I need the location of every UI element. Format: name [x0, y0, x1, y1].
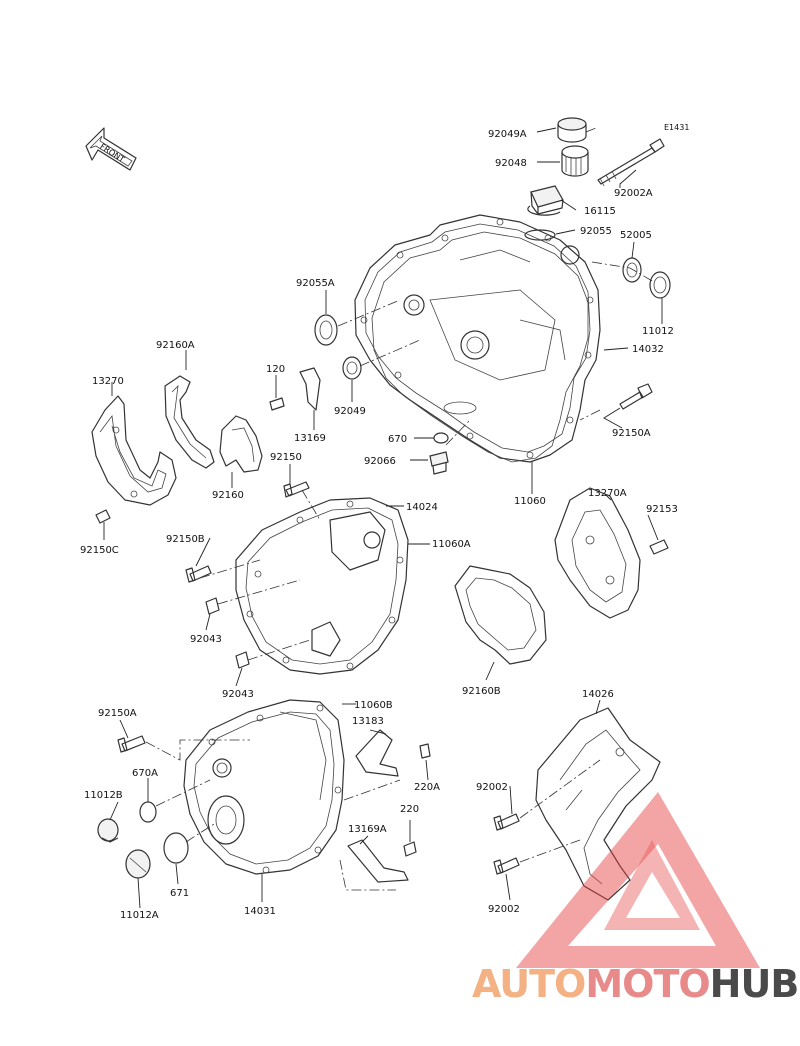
- oring-670A: [139, 801, 157, 823]
- bolt-92150B: [185, 565, 212, 583]
- bolt-92002-a: [493, 813, 520, 831]
- label-92153: 92153: [646, 504, 678, 515]
- label-13270: 13270: [92, 376, 124, 387]
- label-11012: 11012: [642, 326, 674, 337]
- label-92150A-top: 92150A: [612, 428, 651, 439]
- label-92002A: 92002A: [614, 188, 653, 199]
- label-14026: 14026: [582, 689, 614, 700]
- label-670A: 670A: [132, 768, 158, 779]
- bolt-92150C: [95, 509, 111, 524]
- watermark-part2: MOTO: [585, 962, 709, 1006]
- label-14024: 14024: [406, 502, 438, 513]
- label-92160A: 92160A: [156, 340, 195, 351]
- bolt-120: [269, 397, 285, 411]
- watermark-logo-icon: [516, 792, 760, 968]
- label-92043-b: 92043: [222, 689, 254, 700]
- svg-text:AUTOMOTOHUB: AUTOMOTOHUB: [472, 962, 798, 1006]
- seal-11012: [649, 271, 671, 299]
- label-11060B: 11060B: [354, 700, 393, 711]
- bolt-220: [403, 841, 417, 857]
- cover-14024: [235, 497, 409, 675]
- bushing-92049A: [557, 117, 587, 143]
- cover-14032: [354, 214, 601, 463]
- label-92055A: 92055A: [296, 278, 335, 289]
- label-14032: 14032: [632, 344, 664, 355]
- label-92002-b: 92002: [488, 904, 520, 915]
- label-13183: 13183: [352, 716, 384, 727]
- watermark-part3: HUB: [710, 962, 799, 1006]
- label-92049: 92049: [334, 406, 366, 417]
- bracket-13169: [299, 367, 321, 411]
- oring-670: [433, 432, 449, 444]
- watermark-part1: AUTO: [472, 962, 585, 1006]
- pad-92160: [219, 415, 263, 473]
- label-11012A: 11012A: [120, 910, 159, 921]
- part-labels: 92049A 92048 92002A 16115 92055 52005 92…: [80, 129, 678, 921]
- cap-11012B: [97, 818, 119, 843]
- cap-16115: [527, 185, 564, 216]
- label-52005: 52005: [620, 230, 652, 241]
- label-120: 120: [266, 364, 285, 375]
- label-220A: 220A: [414, 782, 440, 793]
- gasket-11060: [371, 231, 589, 463]
- bolt-220A: [419, 743, 431, 759]
- bearing-92048: [561, 145, 589, 177]
- label-92160B: 92160B: [462, 686, 501, 697]
- bolt-92150: [283, 481, 310, 498]
- label-11060: 11060: [514, 496, 546, 507]
- label-92066: 92066: [364, 456, 396, 467]
- label-92160: 92160: [212, 490, 244, 501]
- oring-671: [163, 832, 189, 864]
- label-14031: 14031: [244, 906, 276, 917]
- logo-triangle-outer: [516, 792, 760, 968]
- label-92150B: 92150B: [166, 534, 205, 545]
- label-92048: 92048: [495, 158, 527, 169]
- watermark-text: AUTOMOTOHUB: [472, 962, 799, 1006]
- front-arrow-icon: FRONT: [85, 127, 137, 171]
- plate-13270: [91, 395, 177, 506]
- logo-triangle-inner: [604, 840, 700, 930]
- label-11012B: 11012B: [84, 790, 123, 801]
- seal-52005: [622, 257, 642, 283]
- bolt-92153: [649, 539, 669, 555]
- label-13169A: 13169A: [348, 824, 387, 835]
- bolt-92150A-bottom: [117, 735, 146, 753]
- label-11060A: 11060A: [432, 539, 471, 550]
- pad-92160B: [454, 565, 547, 665]
- washer-92049: [342, 356, 362, 380]
- label-92055: 92055: [580, 226, 612, 237]
- label-92150C: 92150C: [80, 545, 119, 556]
- label-16115: 16115: [584, 206, 616, 217]
- bolt-92002-b: [493, 857, 520, 875]
- bolt-92002A: [597, 138, 665, 187]
- label-670: 670: [388, 434, 407, 445]
- label-671: 671: [170, 888, 189, 899]
- dowel-92043-a: [205, 597, 220, 615]
- leader-lines: [103, 127, 663, 909]
- label-92002-a: 92002: [476, 782, 508, 793]
- cover-14031: [183, 699, 345, 875]
- cover-14026: [535, 707, 661, 901]
- label-92049A: 92049A: [488, 129, 527, 140]
- label-220: 220: [400, 804, 419, 815]
- label-92043-a: 92043: [190, 634, 222, 645]
- dowel-92043-b: [235, 651, 250, 669]
- dashed-center-lines: [145, 127, 655, 891]
- label-92150A-bottom: 92150A: [98, 708, 137, 719]
- drawing-code: E1431: [664, 123, 689, 132]
- label-92150: 92150: [270, 452, 302, 463]
- label-13169: 13169: [294, 433, 326, 444]
- plate-13270A: [554, 487, 641, 619]
- bracket-13169A: [347, 839, 409, 883]
- seal-92055A: [314, 314, 338, 346]
- label-13270A: 13270A: [588, 488, 627, 499]
- bolt-92150A-top: [619, 383, 653, 410]
- plug-92066: [429, 451, 449, 475]
- bracket-13183: [355, 729, 399, 777]
- cap-11012A: [125, 849, 151, 879]
- pad-92160A: [164, 375, 215, 469]
